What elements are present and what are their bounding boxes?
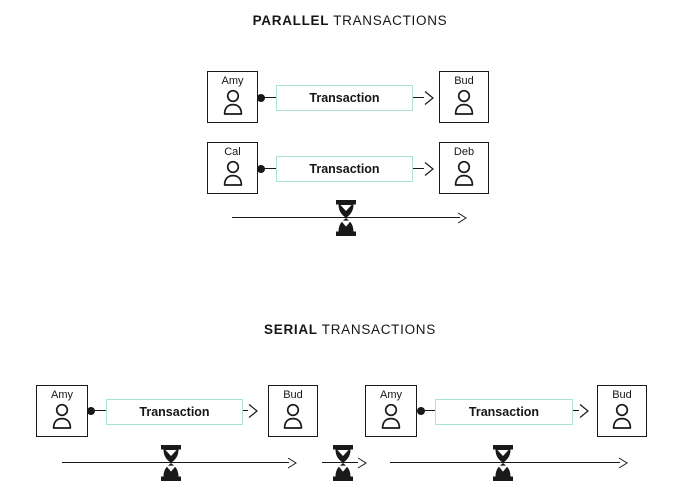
- connector-line: [413, 168, 424, 170]
- hourglass-icon: [493, 445, 513, 481]
- person-icon: [454, 161, 474, 187]
- transaction-label: Transaction: [468, 405, 540, 419]
- arrowhead-icon: [287, 457, 297, 469]
- hourglass-icon: [161, 445, 181, 481]
- connector-line: [243, 410, 248, 412]
- connector-dot: [257, 165, 265, 173]
- transaction-label: Transaction: [309, 162, 380, 176]
- actor-box-cal: Cal: [207, 142, 258, 194]
- transaction-box: Transaction: [435, 399, 573, 425]
- connector-line: [425, 410, 435, 412]
- connector-dot: [257, 94, 265, 102]
- person-icon: [223, 161, 242, 187]
- actor-name: Bud: [454, 75, 474, 87]
- actor-name: Amy: [380, 389, 402, 401]
- transaction-box: Transaction: [106, 399, 243, 425]
- actor-name: Cal: [224, 146, 241, 158]
- transaction-label: Transaction: [139, 405, 210, 419]
- actor-name: Amy: [221, 75, 244, 87]
- transaction-box: Transaction: [276, 156, 413, 182]
- arrowhead-icon: [248, 404, 258, 418]
- connector-line: [413, 97, 424, 99]
- serial-title-bold: SERIAL: [264, 322, 318, 337]
- connector-dot: [417, 407, 425, 415]
- actor-box-bud: Bud: [597, 385, 647, 437]
- actor-box-amy: Amy: [365, 385, 417, 437]
- arrowhead-icon: [618, 457, 628, 469]
- timeline-line: [390, 462, 620, 463]
- arrowhead-icon: [579, 404, 589, 418]
- actor-box-bud: Bud: [439, 71, 489, 123]
- serial-title-rest: TRANSACTIONS: [321, 322, 436, 337]
- actor-name: Deb: [453, 146, 475, 158]
- person-icon: [283, 404, 303, 430]
- actor-box-amy: Amy: [207, 71, 258, 123]
- connector-line: [264, 168, 276, 170]
- connector-line: [95, 410, 106, 412]
- person-icon: [381, 404, 401, 430]
- connector-line: [264, 97, 276, 99]
- person-icon: [454, 90, 474, 116]
- actor-box-deb: Deb: [439, 142, 489, 194]
- actor-box-amy: Amy: [36, 385, 88, 437]
- actor-name: Amy: [51, 389, 73, 401]
- connector-line: [573, 410, 579, 412]
- actor-name: Bud: [283, 389, 303, 401]
- actor-box-bud: Bud: [268, 385, 318, 437]
- person-icon: [52, 404, 72, 430]
- hourglass-icon: [336, 200, 356, 236]
- hourglass-icon: [333, 445, 353, 481]
- arrowhead-icon: [424, 91, 434, 105]
- transaction-label: Transaction: [309, 91, 380, 105]
- timeline-line: [62, 462, 289, 463]
- arrowhead-icon: [357, 457, 367, 469]
- parallel-title-bold: PARALLEL: [252, 13, 330, 28]
- actor-name: Bud: [612, 389, 632, 401]
- connector-dot: [87, 407, 95, 415]
- arrowhead-icon: [457, 212, 467, 224]
- timeline-line: [322, 462, 358, 463]
- person-icon: [612, 404, 632, 430]
- person-icon: [223, 90, 242, 116]
- transaction-box: Transaction: [276, 85, 413, 111]
- parallel-title-rest: TRANSACTIONS: [333, 13, 448, 28]
- arrowhead-icon: [424, 162, 434, 176]
